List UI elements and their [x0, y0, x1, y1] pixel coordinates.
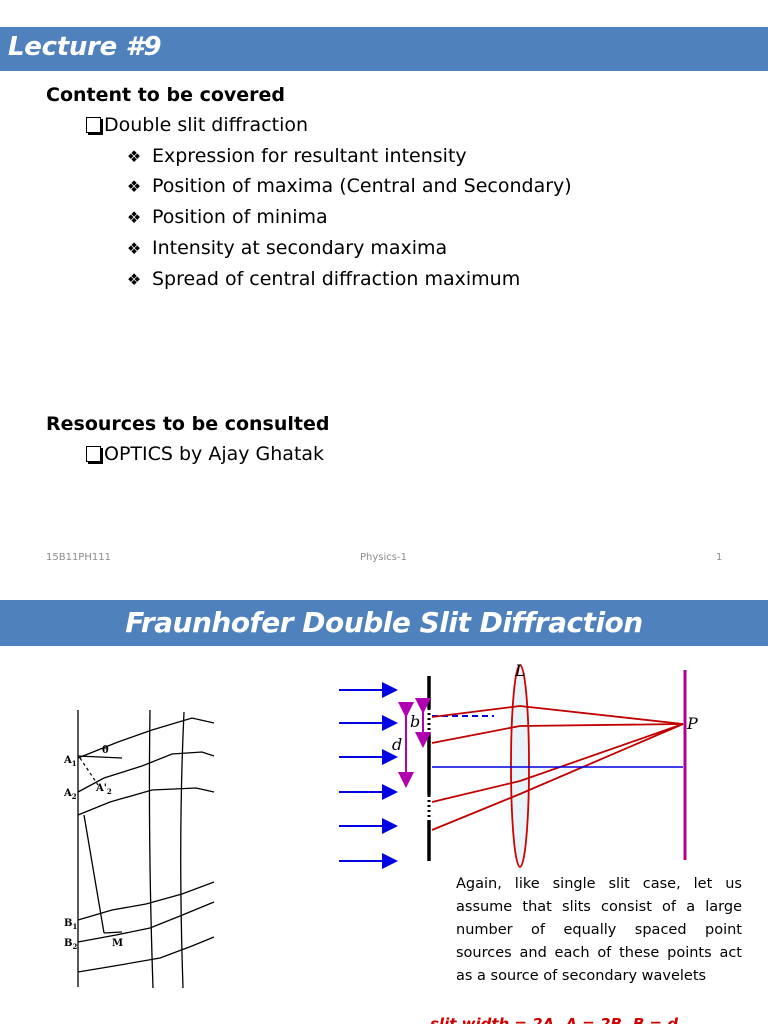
- subtopic-item: ❖ Position of maxima (Central and Second…: [124, 175, 572, 197]
- point-label: P: [686, 714, 698, 733]
- slide-fraunhofer: Fraunhofer Double Slit Diffraction A1 θ …: [0, 590, 768, 1024]
- diffracted-ray: [431, 705, 684, 725]
- content-heading: Content to be covered: [46, 84, 286, 106]
- ray-path: [77, 751, 215, 793]
- checkbox-bullet-icon: [86, 117, 101, 133]
- diamond-bullet-icon: ❖: [126, 238, 142, 258]
- label-a1: A1: [63, 755, 77, 768]
- subtopic-label: Position of minima: [152, 206, 328, 228]
- separation-label: d: [392, 735, 402, 754]
- diamond-bullet-icon: ❖: [126, 269, 142, 289]
- footer-course-code: 15B11PH111: [46, 552, 111, 563]
- subtopic-label: Expression for resultant intensity: [152, 145, 467, 167]
- perpendicular-line: [83, 814, 105, 934]
- double-slit-optics-diagram: L P b d: [339, 661, 698, 869]
- diamond-bullet-icon: ❖: [126, 146, 142, 166]
- label-b1: B1: [64, 918, 77, 931]
- wavefront-curve: [180, 711, 185, 989]
- lens: [510, 664, 530, 868]
- topic-label: Double slit diffraction: [104, 114, 309, 136]
- diffracted-ray: [431, 723, 684, 803]
- explanation-text: Again, like single slit case, let us ass…: [456, 876, 742, 984]
- subtopic-item: ❖ Spread of central diffraction maximum: [124, 268, 520, 290]
- resource-item: OPTICS by Ajay Ghatak: [86, 443, 324, 465]
- wavefront-curve: [148, 709, 154, 989]
- subtopic-item: ❖ Intensity at secondary maxima: [124, 237, 447, 259]
- slide-lecture-9: Lecture #9 Content to be covered Double …: [0, 27, 768, 563]
- angle-reference-line: [77, 755, 123, 759]
- title-bar: Lecture #9: [0, 27, 768, 71]
- subtopic-item: ❖ Expression for resultant intensity: [124, 145, 467, 167]
- slit-width-label: b: [410, 712, 420, 731]
- resource-label: OPTICS by Ajay Ghatak: [104, 443, 325, 465]
- checkbox-bullet-icon: [86, 446, 101, 462]
- footer-course-name: Physics-1: [360, 552, 407, 563]
- diffracted-ray: [431, 723, 684, 831]
- lens-label: L: [514, 661, 526, 680]
- topic-item: Double slit diffraction: [86, 114, 308, 136]
- perpendicular-foot: [103, 931, 123, 934]
- ray-path: [77, 717, 215, 759]
- subtopic-item: ❖ Position of minima: [124, 206, 328, 228]
- subtopic-label: Position of maxima (Central and Secondar…: [152, 175, 572, 197]
- label-theta: θ: [102, 745, 109, 756]
- ray-path: [77, 936, 215, 973]
- subtopic-label: Spread of central diffraction maximum: [152, 268, 521, 290]
- diamond-bullet-icon: ❖: [126, 176, 142, 196]
- slide-title: Fraunhofer Double Slit Diffraction: [125, 606, 643, 639]
- ray-path: [77, 901, 215, 943]
- diffracted-ray: [431, 723, 684, 744]
- resources-heading: Resources to be consulted: [46, 413, 330, 435]
- diamond-bullet-icon: ❖: [126, 207, 142, 227]
- wavefront-diagram: A1 θ A2 A'2 B1 B2 M: [63, 709, 215, 989]
- title-bar: Fraunhofer Double Slit Diffraction: [0, 600, 768, 646]
- label-a2-prime: A'2: [95, 783, 112, 796]
- label-m: M: [112, 938, 123, 949]
- lecture-title: Lecture #9: [8, 32, 162, 62]
- footer-page-number: 1: [716, 552, 723, 563]
- clipped-red-text: slit width = 2A, A = 2B, B = d: [430, 1015, 679, 1024]
- label-b2: B2: [64, 938, 77, 951]
- subtopic-label: Intensity at secondary maxima: [152, 237, 448, 259]
- label-a2: A2: [63, 788, 77, 801]
- ray-path: [77, 787, 215, 816]
